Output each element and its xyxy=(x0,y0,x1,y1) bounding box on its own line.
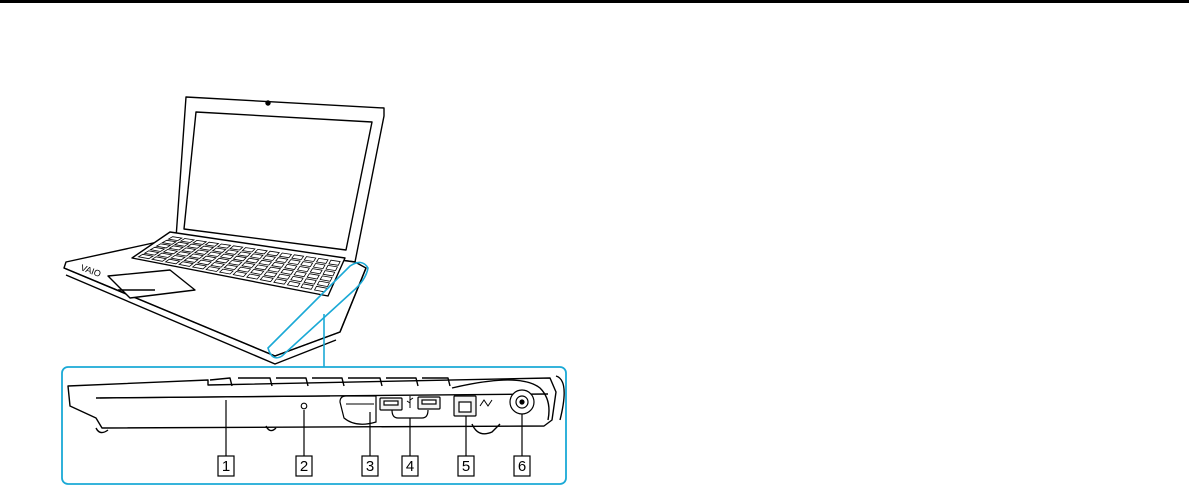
callout-5: 5 xyxy=(458,456,474,476)
laptop-screen xyxy=(184,112,372,250)
drive-indicator-icon xyxy=(301,403,307,409)
laptop-illustration: VAIO xyxy=(64,97,384,364)
callout-boxes: 1 2 3 4 5 6 xyxy=(218,456,530,476)
svg-text:3: 3 xyxy=(366,458,374,475)
callout-4: 4 xyxy=(402,456,418,476)
svg-text:2: 2 xyxy=(300,458,308,475)
keyboard-key xyxy=(329,260,340,265)
webcam-icon xyxy=(266,101,270,105)
callout-2: 2 xyxy=(296,456,312,476)
side-panel xyxy=(68,376,564,434)
svg-text:1: 1 xyxy=(222,458,230,475)
keyboard-key xyxy=(317,258,329,263)
svg-text:5: 5 xyxy=(462,458,470,475)
network-port xyxy=(454,396,476,416)
callout-1: 1 xyxy=(218,456,234,476)
laptop-figure: VAIO xyxy=(0,0,600,489)
svg-text:6: 6 xyxy=(518,458,526,475)
callout-3: 3 xyxy=(362,456,378,476)
dc-in-port xyxy=(510,390,534,414)
svg-text:4: 4 xyxy=(406,458,414,475)
callout-6: 6 xyxy=(514,456,530,476)
